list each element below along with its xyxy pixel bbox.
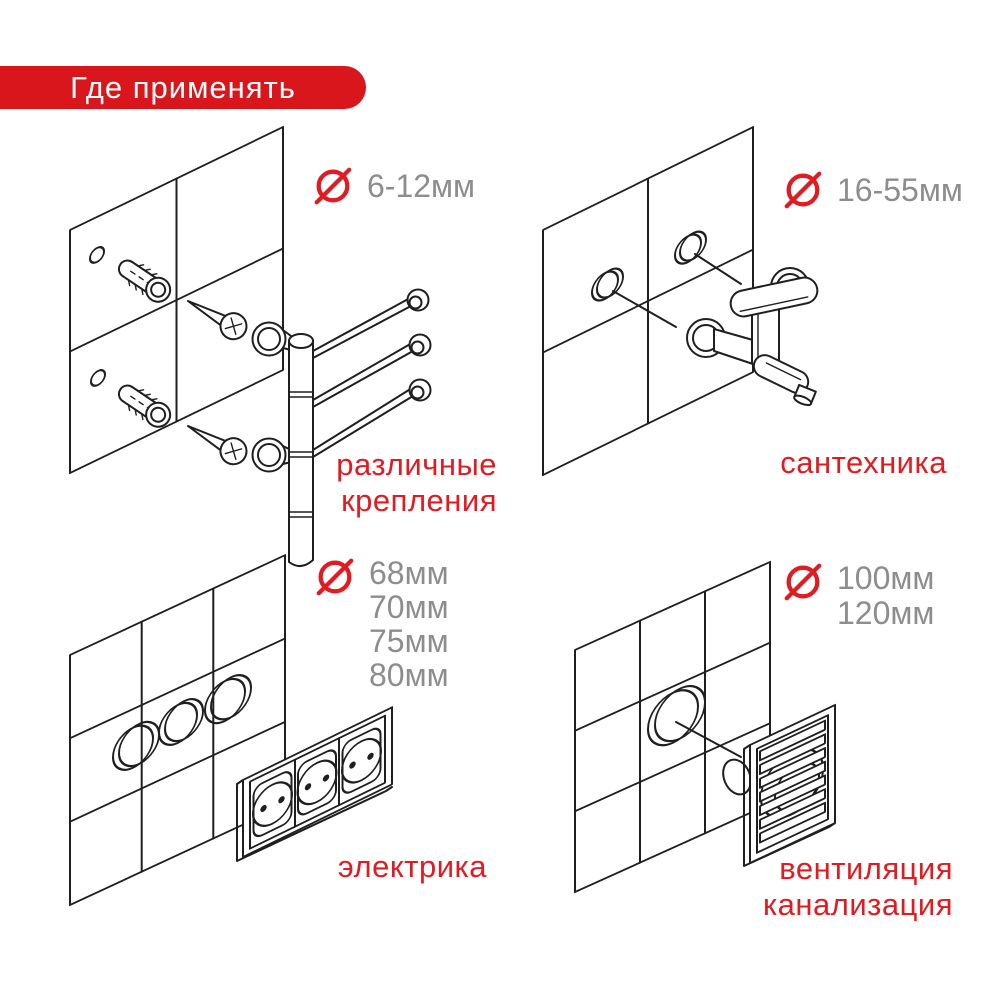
caption-fasteners: различные крепления bbox=[336, 447, 497, 519]
caption-electrical: электрика bbox=[338, 849, 487, 885]
caption-ventilation: вентиляция канализация bbox=[763, 851, 953, 923]
diameter-icon bbox=[314, 167, 352, 205]
caption-plumbing: сантехника bbox=[780, 445, 947, 481]
caption-line: сантехника bbox=[780, 445, 947, 480]
mixer-tap-illustration bbox=[542, 126, 819, 477]
diameter-value: 100мм bbox=[837, 560, 935, 596]
towel-rail-illustration bbox=[69, 125, 432, 567]
diameter-label-plumbing: 16-55мм bbox=[782, 169, 963, 211]
header-badge-label: Где применять bbox=[70, 69, 296, 105]
diameter-value: 68мм bbox=[369, 555, 449, 591]
diameter-value: 120мм bbox=[837, 595, 935, 631]
caption-line: различные bbox=[336, 447, 497, 482]
diameter-value: 80мм bbox=[369, 657, 449, 693]
diameter-icon bbox=[784, 563, 822, 601]
header-badge: Где применять bbox=[0, 66, 366, 109]
vent-grille-illustration bbox=[574, 560, 836, 894]
diameter-label-ventilation: 100мм 120мм bbox=[782, 561, 934, 631]
diameter-value: 16-55мм bbox=[837, 172, 963, 208]
diameter-value: 70мм bbox=[369, 589, 449, 625]
socket-block-illustration bbox=[69, 554, 393, 907]
diameter-value: 6-12мм bbox=[367, 168, 476, 204]
diameter-value: 75мм bbox=[369, 623, 449, 659]
diameter-label-fasteners: 6-12мм bbox=[312, 165, 475, 207]
caption-line: крепления bbox=[341, 483, 497, 518]
diameter-label-electrical: 68мм 70мм 75мм 80мм bbox=[314, 556, 449, 692]
caption-line: канализация bbox=[762, 887, 953, 922]
caption-line: электрика bbox=[337, 849, 487, 884]
diameter-icon bbox=[316, 558, 354, 596]
diameter-icon bbox=[784, 171, 822, 209]
caption-line: вентиляция bbox=[779, 851, 953, 886]
